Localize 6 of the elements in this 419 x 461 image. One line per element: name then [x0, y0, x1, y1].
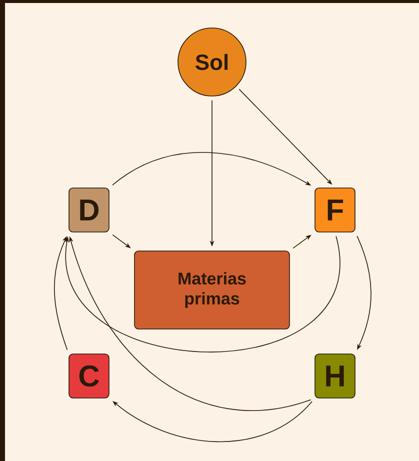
node-box: H: [314, 354, 356, 398]
arrow: [64, 236, 340, 352]
node-box: D: [68, 188, 110, 232]
node-box: Materias primas: [134, 250, 290, 330]
node-box: C: [68, 354, 110, 398]
node-box: F: [314, 188, 356, 232]
